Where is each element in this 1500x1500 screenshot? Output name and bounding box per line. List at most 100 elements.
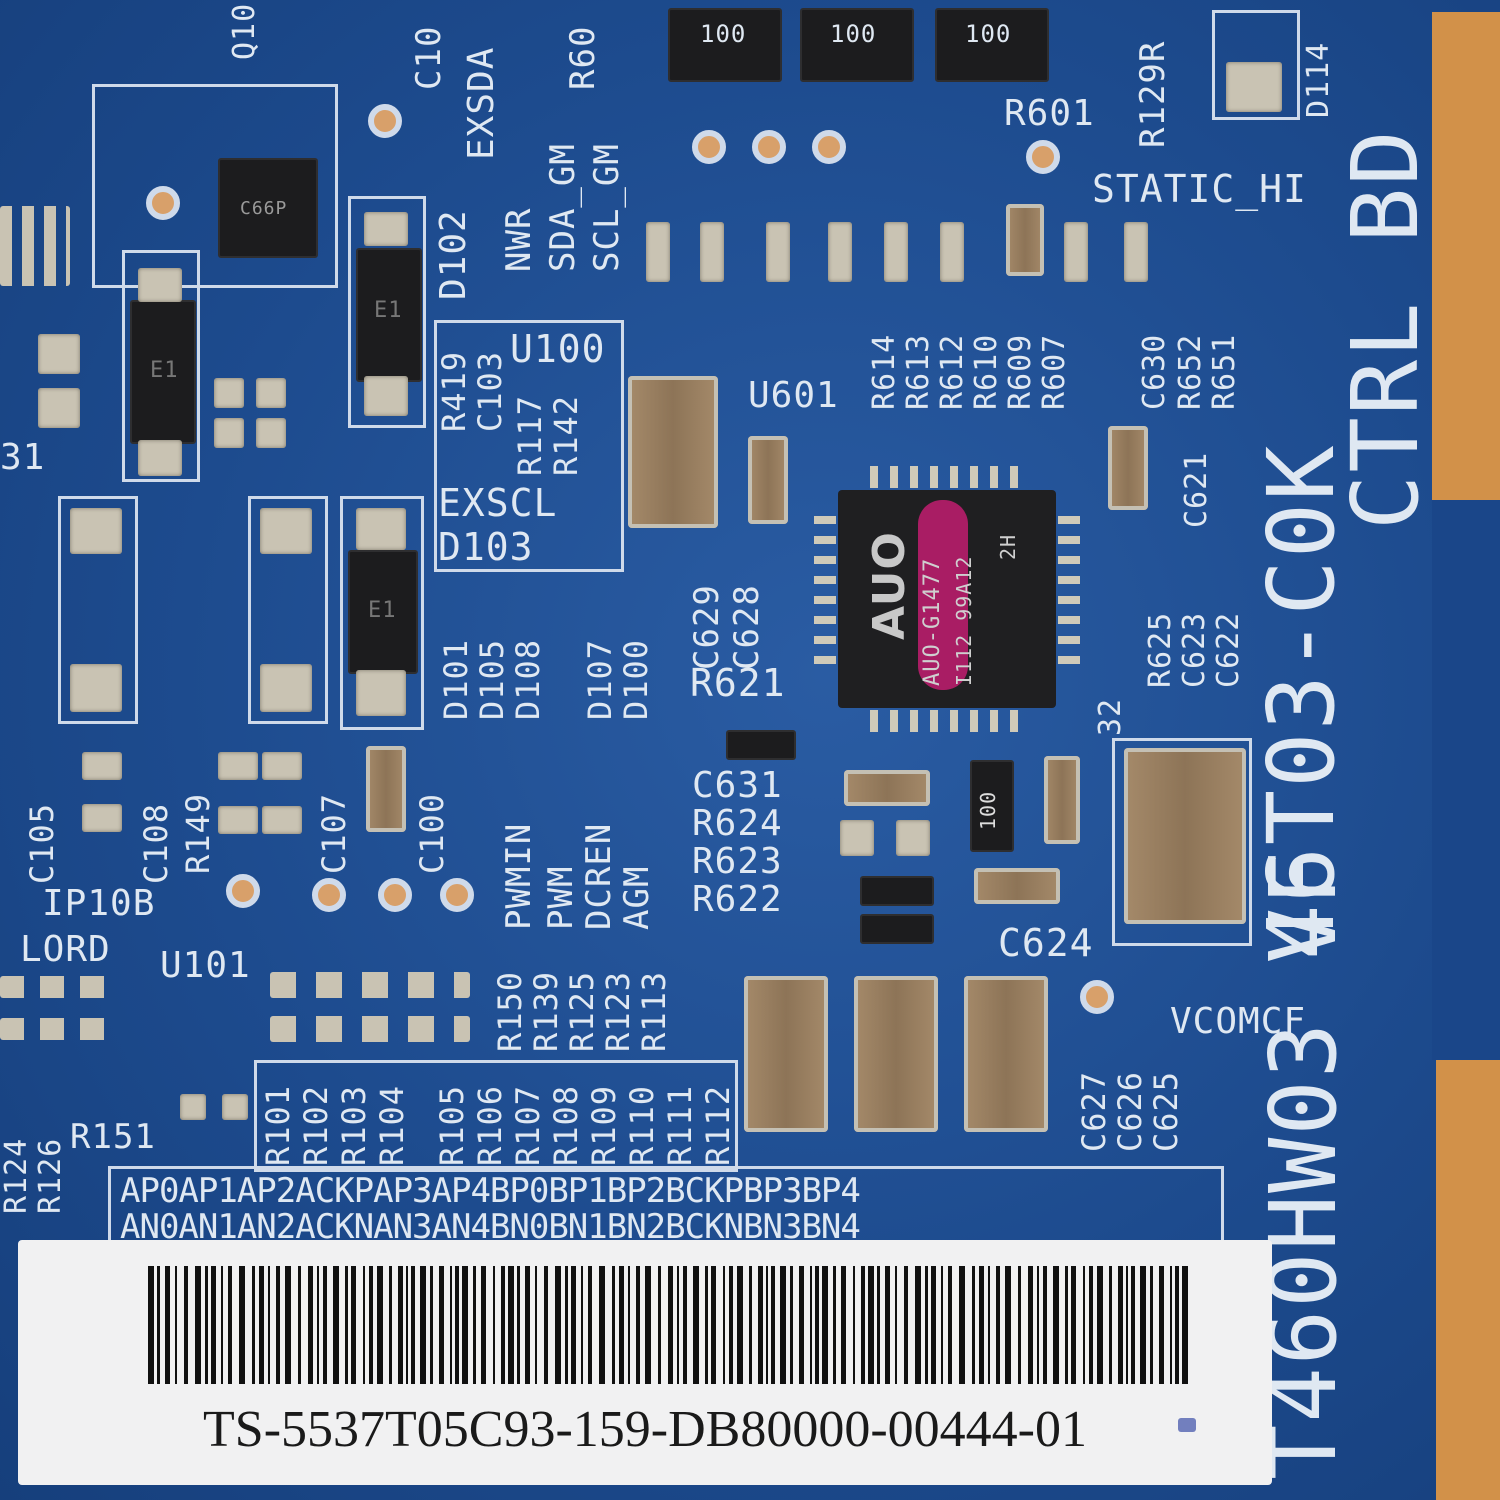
label-r614: R614 <box>867 333 902 410</box>
label-d103: D103 <box>438 525 534 569</box>
barcode-bar <box>571 1266 576 1384</box>
capacitor <box>844 770 930 806</box>
diode-outline <box>122 250 200 482</box>
label-scl-gm: SCL_GM <box>587 143 627 272</box>
label-r607: R607 <box>1037 333 1072 410</box>
barcode-bar <box>517 1266 520 1384</box>
barcode-bar <box>799 1266 804 1384</box>
label-c630: C630 <box>1137 333 1172 410</box>
barcode-bar <box>581 1266 583 1384</box>
barcode-bar <box>619 1266 624 1384</box>
resistor-marking: 100 <box>976 790 1000 830</box>
capacitor <box>1124 748 1246 924</box>
label-c629: C629 <box>687 584 727 670</box>
barcode-bar <box>525 1266 530 1384</box>
barcode-bar <box>157 1266 160 1384</box>
barcode-bar <box>377 1266 383 1384</box>
barcode-bar <box>868 1266 874 1384</box>
label-r419: R419 <box>435 350 473 432</box>
barcode-bar <box>285 1266 291 1384</box>
barcode-bar <box>221 1266 223 1384</box>
label-resistor-bank: R111 <box>661 1084 699 1166</box>
barcode-bar <box>683 1266 687 1384</box>
ic-marking: AUO-G1477 <box>920 557 945 686</box>
label-r123: R123 <box>599 970 637 1052</box>
test-point <box>1026 140 1060 174</box>
label-c107: C107 <box>315 792 353 874</box>
barcode-bar <box>766 1266 768 1384</box>
label-c627: C627 <box>1075 1070 1113 1152</box>
label-c631: C631 <box>692 765 783 806</box>
barcode-bar <box>398 1266 403 1384</box>
barcode-bar <box>276 1266 280 1384</box>
test-point <box>368 104 402 138</box>
test-point <box>440 878 474 912</box>
capacitor <box>366 746 406 832</box>
test-point <box>1080 980 1114 1014</box>
barcode-bar <box>389 1266 392 1384</box>
label-resistor-bank: R104 <box>373 1084 411 1166</box>
board-edge-strip <box>1432 500 1500 1060</box>
barcode-bar <box>861 1266 865 1384</box>
label-r113: R113 <box>635 970 673 1052</box>
smd-pad <box>214 418 244 448</box>
label-d100: D100 <box>617 638 655 720</box>
barcode-bar <box>790 1266 793 1384</box>
capacitor <box>964 976 1048 1132</box>
diode-pad <box>138 440 182 476</box>
barcode-bar <box>323 1266 327 1384</box>
barcode-bar <box>1140 1266 1146 1384</box>
smd-pad <box>840 820 874 856</box>
label-r151: R151 <box>70 1117 156 1157</box>
barcode-bar <box>1170 1266 1172 1384</box>
barcode-bar <box>1053 1266 1059 1384</box>
label-r652: R652 <box>1173 333 1208 410</box>
board-type: CTRL BD <box>1332 128 1439 530</box>
label-resistor-bank: R102 <box>297 1084 335 1166</box>
barcode-bar <box>705 1266 708 1384</box>
capacitor <box>1044 756 1080 844</box>
smd-pad <box>218 752 258 780</box>
barcode-bar <box>668 1266 673 1384</box>
smd-pad <box>884 222 908 282</box>
barcode-bar <box>749 1266 752 1384</box>
diode-marking: E1 <box>368 598 397 623</box>
smd-pad <box>646 222 670 282</box>
label-pwm: PWM <box>541 865 581 930</box>
label-d107: D107 <box>581 638 619 720</box>
label-c628: C628 <box>727 584 767 670</box>
label-c625: C625 <box>1147 1070 1185 1152</box>
barcode-bar <box>406 1266 408 1384</box>
label-c623: C623 <box>1177 611 1212 688</box>
barcode-bar <box>1005 1266 1011 1384</box>
smd-pad <box>82 804 122 832</box>
diode-marking: E1 <box>374 298 403 323</box>
barcode-bar <box>369 1266 373 1384</box>
barcode-bar <box>439 1266 444 1384</box>
barcode-bar <box>493 1266 495 1384</box>
barcode-bar <box>1065 1266 1068 1384</box>
barcode-bar <box>599 1266 605 1384</box>
barcode-bar <box>195 1266 201 1384</box>
label-resistor-bank: R112 <box>699 1084 737 1166</box>
label-r125: R125 <box>563 970 601 1052</box>
label-resistor-bank: R109 <box>585 1084 623 1166</box>
label-r625: R625 <box>1143 611 1178 688</box>
label-pin32: 32 <box>1093 697 1128 736</box>
barcode-bar <box>259 1266 264 1384</box>
label-resistor-bank: R107 <box>509 1084 547 1166</box>
barcode-bar <box>941 1266 943 1384</box>
smd-pad <box>82 752 122 780</box>
main-controller-ic: AUO AUO-G1477 I112 99A12 2H <box>838 490 1056 708</box>
ic-pins-left <box>814 516 836 676</box>
diode-pad <box>260 508 312 554</box>
diode-outline <box>58 496 138 724</box>
label-resistor-bank: R108 <box>547 1084 585 1166</box>
barcode-bar <box>420 1266 426 1384</box>
label-r149: R149 <box>179 792 217 874</box>
diode-outline <box>348 196 426 428</box>
barcode-bar <box>1071 1266 1076 1384</box>
barcode-bar <box>612 1266 615 1384</box>
smd-pad-row <box>0 976 110 998</box>
barcode-bar <box>645 1266 651 1384</box>
